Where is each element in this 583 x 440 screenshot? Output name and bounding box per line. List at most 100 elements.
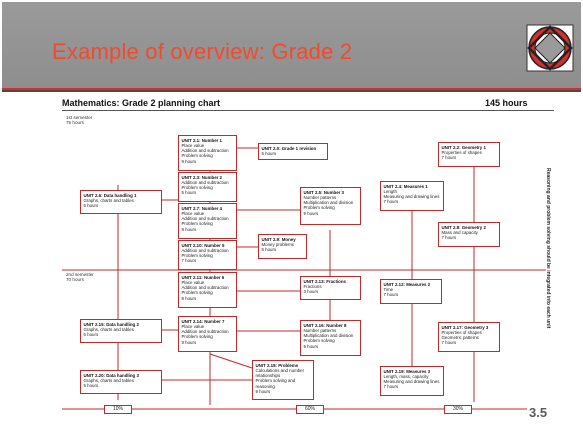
- semester-2-name: 2nd semester: [66, 272, 94, 277]
- unit-detail: 5 hours: [261, 150, 277, 156]
- unit-detail: Money problems: [261, 241, 294, 247]
- unit-detail: Problem solving: [181, 253, 213, 259]
- title-bar: Example of overview: Grade 2: [2, 2, 581, 88]
- unit-title: UNIT 2.18: Problems: [255, 362, 299, 368]
- semester-1-label: 1st semester 75 hours: [66, 115, 92, 125]
- unit-detail: Length, mass, capacity: [383, 373, 429, 379]
- unit-detail: 3 hours: [303, 289, 319, 295]
- unit-box-2-7: UNIT 2.7: Number 4 Place value Addition …: [178, 203, 237, 239]
- side-note: Reasoning and problem solving should be …: [545, 168, 551, 329]
- unit-detail: 9 hours: [181, 339, 197, 345]
- unit-detail: 7 hours: [383, 292, 399, 298]
- unit-detail: Problem solving: [303, 338, 335, 344]
- unit-box-2-3: UNIT 2.3: Number 2 Addition and subtract…: [178, 172, 237, 202]
- unit-detail: Place value: [181, 210, 205, 216]
- unit-detail: Addition and subtraction: [181, 285, 229, 291]
- unit-box-2-20: UNIT 2.20: Data handling 3 Graphs, chart…: [80, 370, 162, 394]
- unit-detail: Number patterns: [303, 327, 337, 333]
- chart-title: Mathematics: Grade 2 planning chart: [62, 98, 221, 108]
- unit-title: UNIT 2.5: Number 3: [303, 189, 345, 195]
- unit-box-2-14: UNIT 2.14: Number 7 Place value Addition…: [178, 316, 237, 352]
- semester-1-name: 1st semester: [66, 115, 93, 120]
- percent-box-10: 10%: [104, 405, 132, 414]
- title-rule-shadow: [2, 90, 581, 92]
- diamond-in-circle-logo-icon: [526, 24, 574, 72]
- unit-detail: relationships: [255, 373, 281, 379]
- unit-box-2-13: UNIT 2.13: Fractions Fractions 3 hours: [300, 276, 361, 300]
- unit-detail: Problem solving: [303, 205, 335, 211]
- unit-detail: Graphs, charts and tables: [83, 377, 134, 383]
- unit-detail: Measuring and drawing lines: [383, 194, 440, 200]
- unit-detail: Graphs, charts and tables: [83, 326, 134, 332]
- percent-box-30: 30%: [444, 405, 472, 414]
- unit-detail: Graphs, charts and tables: [83, 197, 134, 203]
- unit-detail: Multiplication and division: [303, 200, 354, 206]
- unit-detail: Properties of shapes: [441, 329, 482, 335]
- unit-detail: Length: [383, 188, 397, 194]
- unit-detail: Measuring and drawing lines: [383, 379, 440, 385]
- unit-detail: 9 hours: [181, 295, 197, 301]
- unit-box-2-6: UNIT 2.6: Data handling 1 Graphs, charts…: [80, 190, 162, 214]
- unit-box-2-5: UNIT 2.5: Number 3 Number patterns Multi…: [300, 187, 361, 225]
- unit-title: UNIT 2.3: Number 2: [181, 174, 223, 180]
- unit-detail: Fractions: [303, 283, 322, 289]
- unit-title: UNIT 2.13: Fractions: [303, 278, 346, 284]
- unit-detail: Addition and subtraction: [181, 148, 229, 154]
- unit-detail: 5 hours: [83, 383, 99, 389]
- percent-box-60: 60%: [296, 405, 324, 414]
- unit-title: UNIT 2.2: Geometry 1: [441, 144, 486, 150]
- unit-box-2-12: UNIT 2.12: Measures 2 Time 7 hours: [380, 279, 442, 304]
- unit-box-2-0: UNIT 2.0: Grade 1 revision 5 hours: [258, 143, 328, 160]
- unit-box-2-4: UNIT 2.4: Measures 1 Length Measuring an…: [380, 181, 444, 211]
- unit-detail: Geometric patterns: [441, 335, 479, 341]
- unit-box-2-17: UNIT 2.17: Geometry 3 Properties of shap…: [438, 322, 500, 352]
- unit-detail: Problem solving: [181, 221, 213, 227]
- unit-title: UNIT 2.10: Number 5: [181, 242, 225, 248]
- unit-detail: 7 hours: [383, 199, 399, 205]
- unit-detail: 9 hours: [303, 210, 319, 216]
- unit-detail: 7 hours: [181, 258, 197, 264]
- unit-detail: 5 hours: [83, 203, 99, 209]
- unit-title: UNIT 2.17: Geometry 3: [441, 324, 489, 330]
- unit-detail: reasoning: [255, 383, 275, 389]
- unit-detail: Place value: [181, 323, 205, 329]
- unit-detail: 7 hours: [441, 155, 457, 161]
- unit-detail: 7 hours: [383, 384, 399, 390]
- unit-detail: 5 hours: [181, 190, 197, 196]
- unit-title: UNIT 2.7: Number 4: [181, 205, 223, 211]
- unit-detail: Problem solving: [181, 334, 213, 340]
- unit-detail: Properties of shapes: [441, 149, 482, 155]
- unit-detail: Place value: [181, 279, 205, 285]
- unit-title: UNIT 2.20: Data handling 3: [83, 372, 139, 378]
- unit-title: UNIT 2.1: Number 1: [181, 137, 223, 143]
- unit-detail: 9 hours: [181, 158, 197, 164]
- unit-box-2-9: UNIT 2.9: Money Money problems 5 hours: [258, 234, 307, 259]
- unit-title: UNIT 2.19: Measures 3: [383, 368, 431, 374]
- unit-detail: Calculations and number: [255, 367, 305, 373]
- unit-detail: Problem solving: [181, 290, 213, 296]
- semester-1-hours: 75 hours: [66, 120, 84, 126]
- unit-box-2-2: UNIT 2.2: Geometry 1 Properties of shape…: [438, 142, 500, 167]
- unit-title: UNIT 2.6: Data handling 1: [83, 192, 137, 198]
- unit-detail: Addition and subtraction: [181, 179, 229, 185]
- unit-title: UNIT 2.8: Geometry 2: [441, 224, 486, 230]
- unit-detail: 7 hours: [441, 235, 457, 241]
- unit-detail: Addition and subtraction: [181, 329, 229, 335]
- semester-2-label: 2nd semester 70 hours: [66, 272, 94, 282]
- unit-box-2-19: UNIT 2.19: Measures 3 Length, mass, capa…: [380, 366, 444, 396]
- unit-detail: 7 hours: [441, 340, 457, 346]
- chart-total-hours: 145 hours: [485, 98, 528, 108]
- unit-title: UNIT 2.15: Data handling 2: [83, 321, 139, 327]
- slide-number: 3.5: [529, 405, 548, 420]
- unit-box-2-18: UNIT 2.18: Problems Calculations and num…: [252, 360, 314, 400]
- unit-detail: Addition and subtraction: [181, 216, 229, 222]
- unit-title: UNIT 2.4: Measures 1: [383, 183, 428, 189]
- unit-title: UNIT 2.12: Measures 2: [383, 281, 431, 287]
- unit-detail: 9 hours: [255, 388, 271, 394]
- unit-title: UNIT 2.9: Money: [261, 236, 296, 242]
- unit-box-2-8: UNIT 2.8: Geometry 2 Mass and capacity 7…: [438, 222, 500, 247]
- unit-detail: Time: [383, 286, 394, 292]
- unit-title: UNIT 2.11: Number 6: [181, 274, 225, 280]
- slide-title: Example of overview: Grade 2: [52, 39, 353, 64]
